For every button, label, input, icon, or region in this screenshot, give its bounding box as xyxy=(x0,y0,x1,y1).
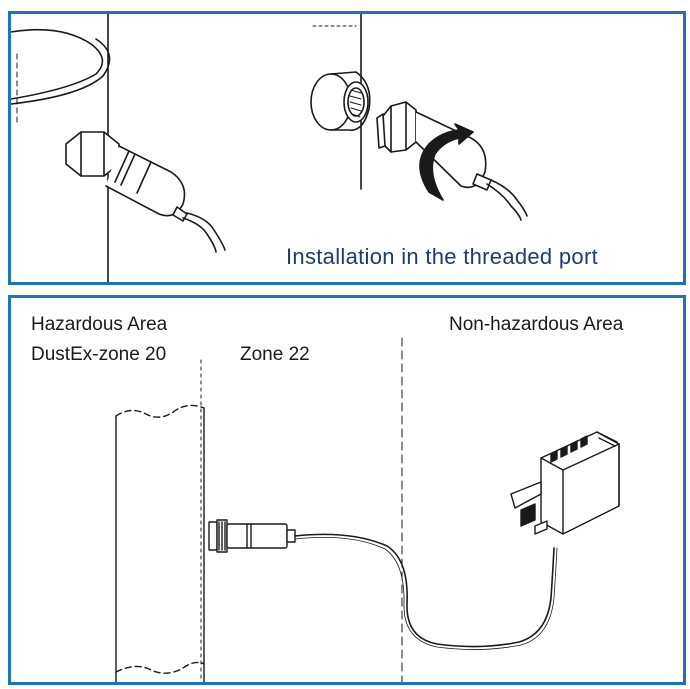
installation-illustration xyxy=(11,14,528,282)
barrier-module xyxy=(510,431,620,535)
zones-panel: Hazardous Area DustEx-zone 20 Zone 22 No… xyxy=(8,295,686,685)
installation-caption: Installation in the threaded port xyxy=(286,244,598,269)
mounted-sensor xyxy=(208,519,296,553)
sensor-left xyxy=(65,131,226,253)
hazardous-area-label: Hazardous Area xyxy=(31,314,168,335)
vessel-wall xyxy=(115,404,205,682)
sensor-cable-inner xyxy=(294,536,558,650)
sensor-cable xyxy=(294,533,555,648)
sensor-right xyxy=(376,101,528,221)
installation-panel: Installation in the threaded port xyxy=(8,11,686,285)
threaded-cap xyxy=(310,71,371,131)
zone22-label: Zone 22 xyxy=(240,344,310,365)
rotation-arrow-icon xyxy=(419,123,474,201)
zones-illustration xyxy=(115,337,620,682)
dustex-zone-label: DustEx-zone 20 xyxy=(31,344,167,365)
non-hazardous-area-label: Non-hazardous Area xyxy=(449,314,624,335)
